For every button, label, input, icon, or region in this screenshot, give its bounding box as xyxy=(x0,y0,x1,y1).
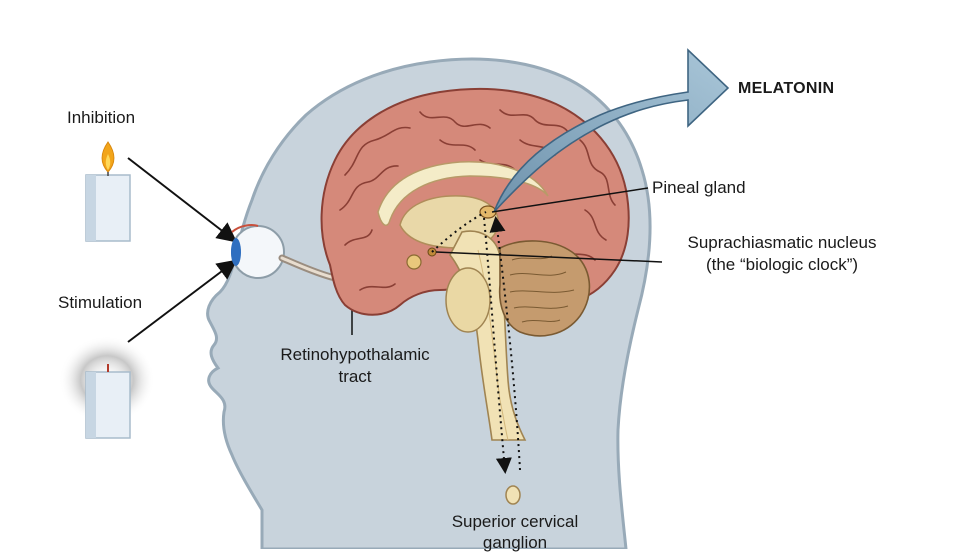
pituitary xyxy=(406,254,422,270)
scn-label-line1: Suprachiasmatic nucleus xyxy=(687,233,877,252)
sympathetic-pathway xyxy=(431,211,487,253)
stimulation-arrow xyxy=(127,259,238,343)
pineal-leader-line xyxy=(491,187,649,213)
melatonin-label: MELATONIN xyxy=(738,80,835,97)
melatonin-arrow xyxy=(493,48,730,213)
inhibition-arrow xyxy=(127,157,238,243)
lit-candle-icon xyxy=(85,141,131,242)
inhibition-label: Inhibition xyxy=(67,108,136,127)
scn-leader-line xyxy=(435,251,663,263)
cerebellum xyxy=(498,240,591,337)
scg-label-line1: Superior cervical xyxy=(451,512,579,531)
scg-label-line2: ganglion xyxy=(482,533,548,552)
rht-label-line1: Retinohypothalamic xyxy=(280,345,430,364)
superior-cervical-ganglion xyxy=(505,485,521,505)
stimulation-label: Stimulation xyxy=(58,293,143,312)
rht-label-line2: tract xyxy=(338,367,372,386)
scn-label-line2: (the “biologic clock”) xyxy=(705,255,859,274)
eye-icon xyxy=(231,224,285,279)
pons xyxy=(445,267,491,333)
unlit-candle-icon xyxy=(85,364,131,439)
pineal-gland-label: Pineal gland xyxy=(652,178,746,197)
corpus-callosum xyxy=(377,161,549,226)
